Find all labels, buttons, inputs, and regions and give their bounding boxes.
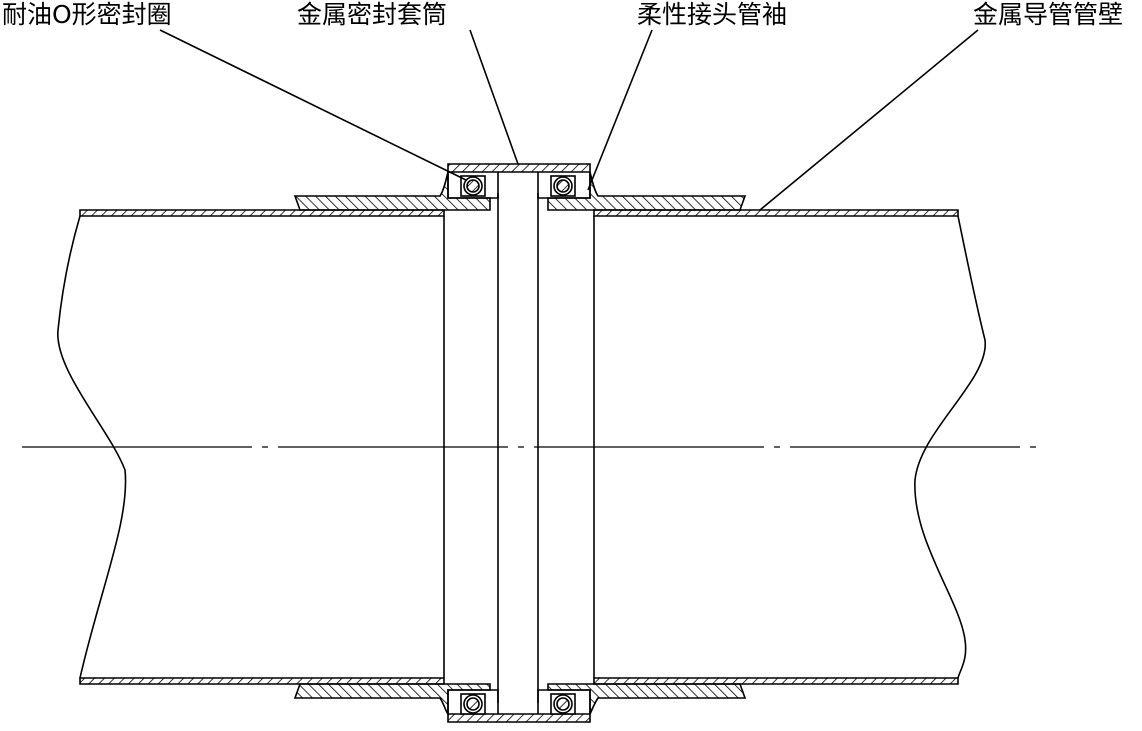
o-ring-bottom-right: [550, 693, 576, 715]
left-pipe-lower-wall: [79, 677, 445, 685]
o-ring-bottom-left: [460, 693, 486, 715]
pipe-wall-leader-line: [759, 29, 979, 211]
o-ring-leader-line: [159, 29, 467, 181]
pipe-wall-label: 金属导管管壁: [973, 0, 1124, 29]
o-ring-top-left: [460, 175, 486, 197]
metal-sleeve-label: 金属密封套筒: [297, 0, 448, 29]
flexible-cuff-label: 柔性接头管袖: [637, 0, 788, 29]
top-right-flexible-cuff: [547, 171, 747, 211]
bottom-left-flexible-cuff: [293, 683, 491, 716]
bottom-right-flexible-cuff: [547, 683, 747, 715]
top-left-flexible-cuff: [293, 171, 491, 211]
right-break-line: [914, 215, 986, 679]
flexible-cuff-leader-line: [587, 29, 653, 191]
left-break-line: [57, 215, 127, 679]
right-pipe-lower-wall: [593, 677, 959, 685]
o-ring-label: 耐油O形密封圈: [2, 0, 172, 29]
o-ring-top-right: [550, 175, 576, 197]
right-pipe-upper-wall: [593, 209, 959, 217]
metal-sleeve-leader-line: [469, 29, 519, 165]
left-pipe-upper-wall: [79, 209, 445, 217]
